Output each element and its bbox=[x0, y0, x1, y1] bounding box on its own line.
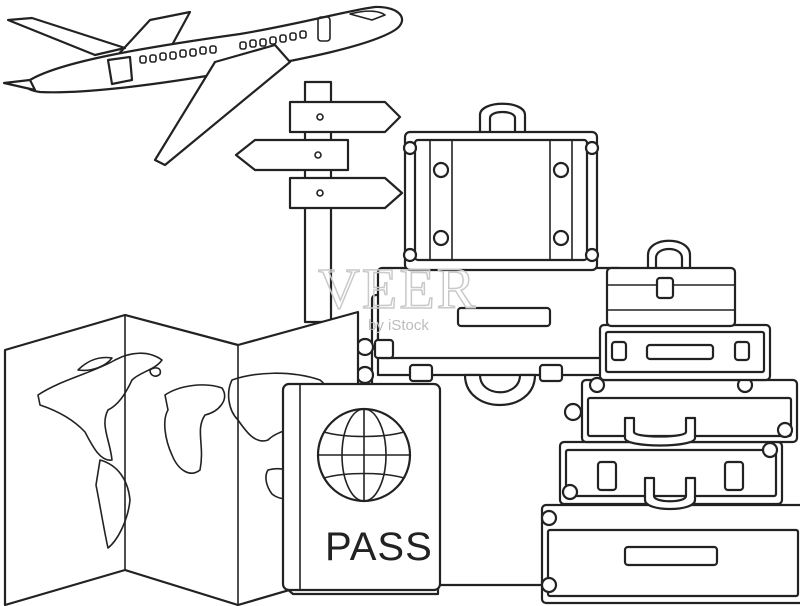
globe-icon bbox=[316, 407, 412, 503]
second-suitcase-icon bbox=[588, 323, 772, 394]
middle-suitcase-icon bbox=[373, 266, 625, 360]
small-case-icon bbox=[605, 239, 737, 328]
vintage-suitcase-icon bbox=[402, 102, 600, 272]
passport-icon: PASS bbox=[281, 382, 442, 596]
signpost-icon bbox=[234, 80, 404, 324]
fourth-suitcase-icon bbox=[558, 440, 784, 510]
airplane-icon bbox=[2, 5, 403, 167]
bottom-suitcase-icon bbox=[540, 503, 800, 605]
third-suitcase-icon bbox=[563, 376, 799, 447]
watermark: VEER by iStock bbox=[317, 255, 477, 334]
watermark-byline: by iStock bbox=[368, 317, 429, 334]
watermark-brand: VEER bbox=[318, 256, 477, 321]
passport-label: PASS bbox=[325, 525, 433, 569]
